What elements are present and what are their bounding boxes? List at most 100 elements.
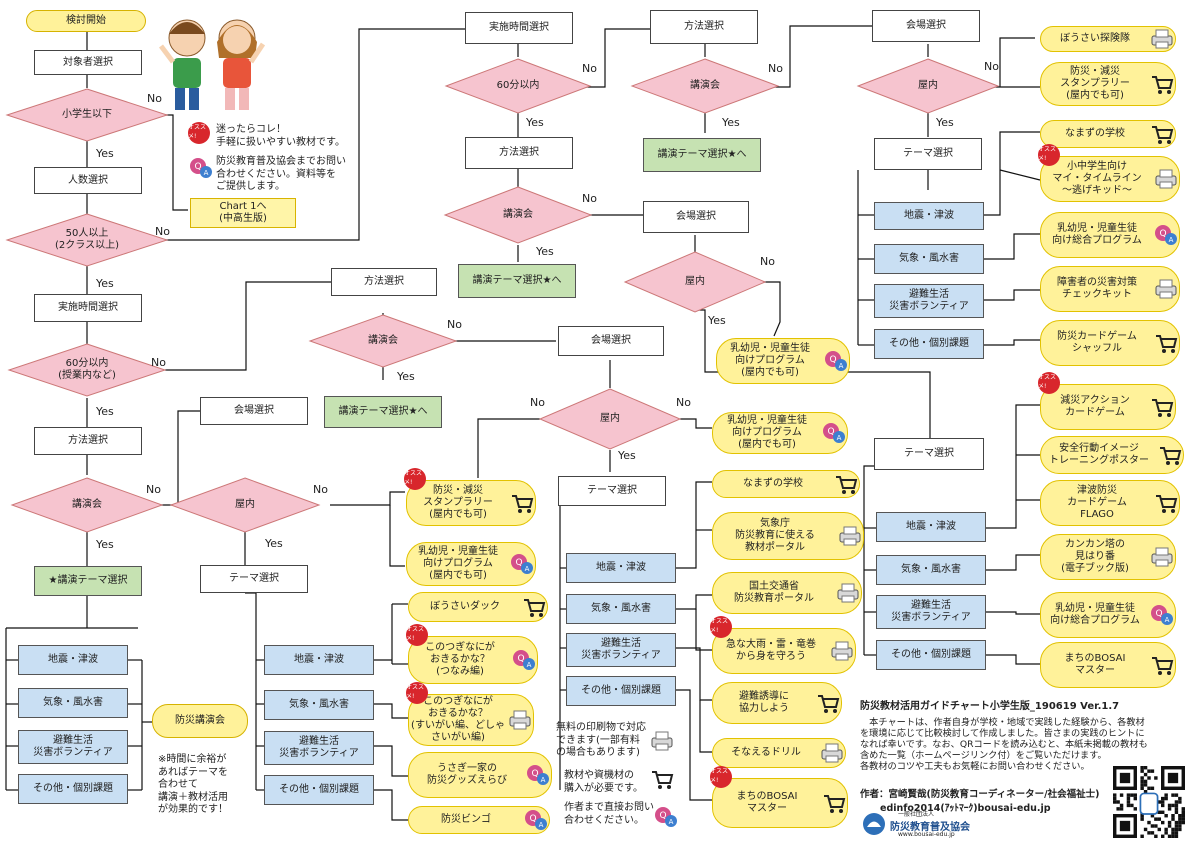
people-select-node[interactable]: 人数選択 — [34, 167, 142, 194]
hazard-other-e[interactable]: その他・個別課題 — [876, 640, 986, 670]
hazard-evac-e[interactable]: 避難生活 災害ボランティア — [876, 595, 986, 629]
theme-select-node-3[interactable]: テーマ選択 — [874, 138, 982, 170]
svg-text:A: A — [539, 821, 544, 829]
cart-icon-legend — [652, 771, 674, 789]
qa-icon: QA — [525, 810, 547, 830]
material-machi2[interactable]: まちのBOSAI マスター — [1040, 642, 1176, 688]
qr-code[interactable] — [1113, 766, 1185, 838]
hazard-quake-d[interactable]: 地震・津波 — [874, 202, 984, 230]
svg-text:Q: Q — [531, 769, 538, 779]
material-duck[interactable]: ぼうさいダック — [408, 592, 548, 622]
material-action[interactable]: 減災アクション カードゲーム — [1040, 384, 1176, 430]
material-infant5[interactable]: 乳幼児・児童生徒 向け総合プログラム — [1040, 592, 1176, 638]
theme-select-node-2[interactable]: テーマ選択 — [558, 476, 666, 506]
connector-55 — [676, 594, 712, 610]
yes-label-18: Yes — [536, 245, 554, 258]
connector-83 — [984, 233, 1040, 260]
cart-icon — [1152, 399, 1174, 417]
hazard-weather-c[interactable]: 気象・風水害 — [566, 594, 676, 624]
footer-org-url[interactable]: www.bousai-edu.jp — [898, 831, 955, 838]
hazard-weather-b[interactable]: 気象・風水害 — [264, 690, 374, 720]
time-select-node-2[interactable]: 実施時間選択 — [465, 12, 573, 44]
material-flago[interactable]: 津波防災 カードゲーム FLAGO — [1040, 480, 1180, 526]
recommend-badge-legend: オススメ! — [188, 122, 210, 144]
connector-46 — [680, 418, 712, 429]
target-select-node[interactable]: 対象者選択 — [34, 50, 142, 75]
material-namazu1[interactable]: なまずの学校 — [712, 470, 860, 498]
connector-23 — [165, 28, 465, 241]
cart-icon — [512, 495, 534, 513]
qa-icon-legend: QA — [190, 158, 212, 178]
hazard-quake-b[interactable]: 地震・津波 — [264, 645, 374, 675]
hazard-weather-a[interactable]: 気象・風水害 — [18, 688, 128, 718]
footer-org: 防災教育普及協会 — [890, 822, 970, 833]
hazard-quake-e[interactable]: 地震・津波 — [876, 512, 986, 542]
venue-select-node-4[interactable]: 会場選択 — [872, 10, 980, 42]
yes-label-7: Yes — [96, 538, 114, 551]
no-label-15: No — [582, 62, 597, 75]
qa-icon-legend-contact: QA — [655, 807, 677, 827]
lecture-theme-node-4[interactable]: 講演テーマ選択★へ — [643, 138, 761, 172]
hazard-other-a[interactable]: その他・個別課題 — [18, 774, 128, 804]
material-infant2[interactable]: 乳幼児・児童生徒 向けプログラム (屋内でも可) — [712, 412, 848, 454]
hazard-evac-c[interactable]: 避難生活 災害ボランティア — [566, 633, 676, 667]
connector-40 — [374, 745, 408, 777]
material-kishocho[interactable]: 気象庁 防災教育に使える 教材ポータル — [712, 512, 864, 560]
hazard-evac-a[interactable]: 避難生活 災害ボランティア — [18, 730, 128, 764]
connector-53 — [676, 481, 712, 569]
hazard-other-c[interactable]: その他・個別課題 — [566, 676, 676, 706]
method-select-node-3[interactable]: 方法選択 — [465, 137, 573, 169]
legend-qa-text: 防災教育普及協会までお問い 合わせください。資料等を ご提供します。 — [216, 156, 346, 192]
qa-icon: QA — [823, 423, 845, 443]
venue-select-node-2[interactable]: 会場選択 — [558, 326, 664, 356]
sixty-decision-a: 60分以内 (授業内など) — [58, 358, 116, 381]
method-select-node-2[interactable]: 方法選択 — [331, 268, 437, 296]
hazard-quake-a[interactable]: 地震・津波 — [18, 645, 128, 675]
cart-icon — [818, 695, 840, 713]
printer-icon — [1151, 547, 1173, 567]
time-select-node-1[interactable]: 実施時間選択 — [34, 294, 142, 322]
lecture-theme-node-2[interactable]: 講演テーマ選択★へ — [324, 396, 442, 428]
material-anzen[interactable]: 安全行動イメージ トレーニングポスター — [1040, 436, 1184, 474]
method-select-node-4[interactable]: 方法選択 — [650, 10, 758, 44]
hazard-other-d[interactable]: その他・個別課題 — [874, 329, 984, 359]
cart-icon — [1156, 335, 1178, 353]
material-stamp1[interactable]: 防災・減災 スタンプラリー (屋内でも可) — [406, 480, 536, 526]
material-card[interactable]: 防災カードゲーム シャッフル — [1040, 320, 1180, 366]
indoor-decision-3-shape — [623, 251, 767, 313]
recommend-badge: オススメ! — [710, 766, 732, 788]
bousai-lecture-node[interactable]: 防災講演会 — [152, 704, 248, 738]
theme-select-node-4[interactable]: テーマ選択 — [874, 438, 984, 470]
hazard-weather-d[interactable]: 気象・風水害 — [874, 244, 984, 274]
chart1-link[interactable]: Chart 1へ (中高生版) — [190, 198, 296, 228]
cart-icon — [1160, 447, 1182, 465]
hazard-weather-e[interactable]: 気象・風水害 — [876, 555, 986, 585]
svg-text:Q: Q — [827, 427, 834, 437]
material-namazu2[interactable]: なまずの学校 — [1040, 120, 1176, 148]
qa-icon: QA — [1155, 225, 1177, 245]
lecture-theme-node-1[interactable]: ★講演テーマ選択 — [34, 566, 142, 596]
material-machi1[interactable]: まちのBOSAI マスター — [712, 778, 848, 828]
hazard-evac-d[interactable]: 避難生活 災害ボランティア — [874, 284, 984, 318]
hazard-other-b[interactable]: その他・個別課題 — [264, 775, 374, 805]
method-select-node-1[interactable]: 方法選択 — [34, 427, 142, 455]
cart-icon — [1152, 657, 1174, 675]
connector-70 — [755, 281, 781, 337]
material-hinan[interactable]: 避難誘導に 協力しよう — [712, 682, 842, 724]
connector-58 — [699, 700, 712, 753]
grade-decision: 小学生以下 — [62, 109, 112, 120]
footer-email[interactable]: edinfo2014(ｱｯﾄﾏｰｸ)bousai-edu.jp — [880, 803, 1051, 814]
material-kokudo[interactable]: 国土交通省 防災教育ポータル — [712, 572, 862, 614]
connector-68 — [765, 25, 872, 88]
venue-select-node-3[interactable]: 会場選択 — [643, 201, 749, 233]
qa-icon: QA — [513, 650, 535, 670]
lecture-theme-node-3[interactable]: 講演テーマ選択★へ — [458, 264, 576, 298]
theme-select-node-1[interactable]: テーマ選択 — [200, 565, 308, 593]
hazard-quake-c[interactable]: 地震・津波 — [566, 553, 676, 583]
material-tsunami[interactable]: このつぎなにが おきるかな？ (つなみ編) — [408, 636, 538, 684]
venue-select-node-1[interactable]: 会場選択 — [200, 397, 308, 425]
cart-icon — [1152, 126, 1174, 144]
hazard-evac-b[interactable]: 避難生活 災害ボランティア — [264, 731, 374, 765]
material-stamp2[interactable]: 防災・減災 スタンプラリー (屋内でも可) — [1040, 62, 1176, 106]
printer-icon — [1155, 169, 1177, 189]
